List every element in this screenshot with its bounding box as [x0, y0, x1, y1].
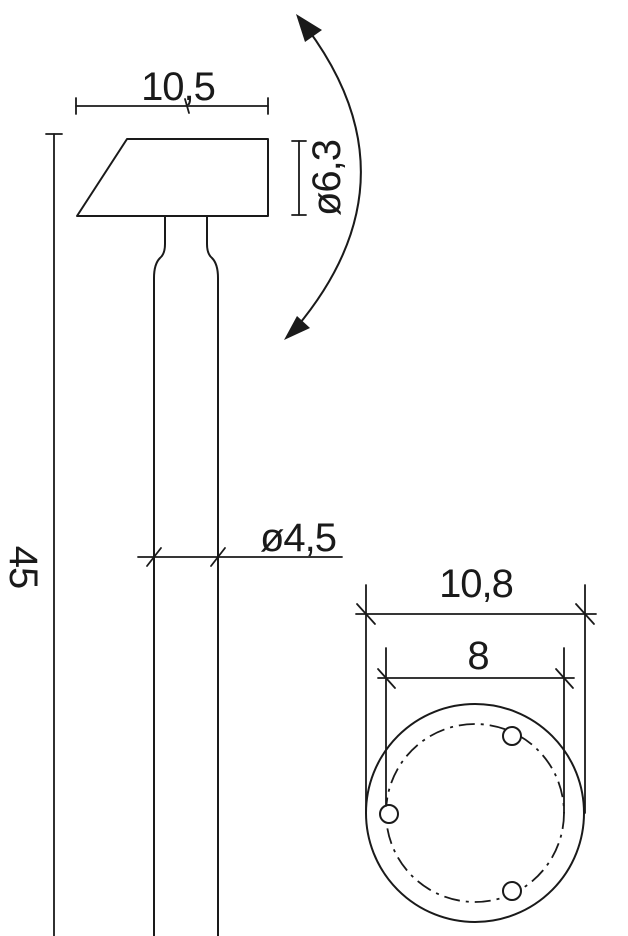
tool-neck	[153, 215, 166, 936]
dim-pitch-diameter-label: 8	[467, 634, 488, 678]
curved-double-arrow-icon	[284, 14, 362, 340]
dim-head-width-label: 10,5	[141, 65, 215, 109]
dim-head-diameter-label: ø6,3	[305, 140, 349, 216]
dim-total-length: 45	[1, 133, 63, 936]
dim-outer-diameter-label: 10,8	[439, 562, 513, 606]
hole-left	[379, 804, 399, 824]
side-view	[76, 138, 269, 936]
dim-shaft-diameter: ø4,5	[137, 516, 343, 567]
end-view	[365, 703, 585, 923]
dim-outer-diameter: 10,8	[355, 562, 597, 814]
tool-neck-right	[206, 215, 219, 936]
hole-bottom-right	[502, 881, 522, 901]
dim-pitch-diameter: 8	[377, 634, 575, 814]
pitch-circle	[385, 723, 565, 903]
dim-total-length-label: 45	[1, 546, 45, 589]
dim-head-width: 10,5	[75, 65, 269, 115]
dim-shaft-diameter-label: ø4,5	[260, 516, 336, 560]
dim-head-diameter: ø6,3	[291, 140, 349, 216]
hole-top-right	[502, 726, 522, 746]
tool-head	[76, 138, 269, 217]
